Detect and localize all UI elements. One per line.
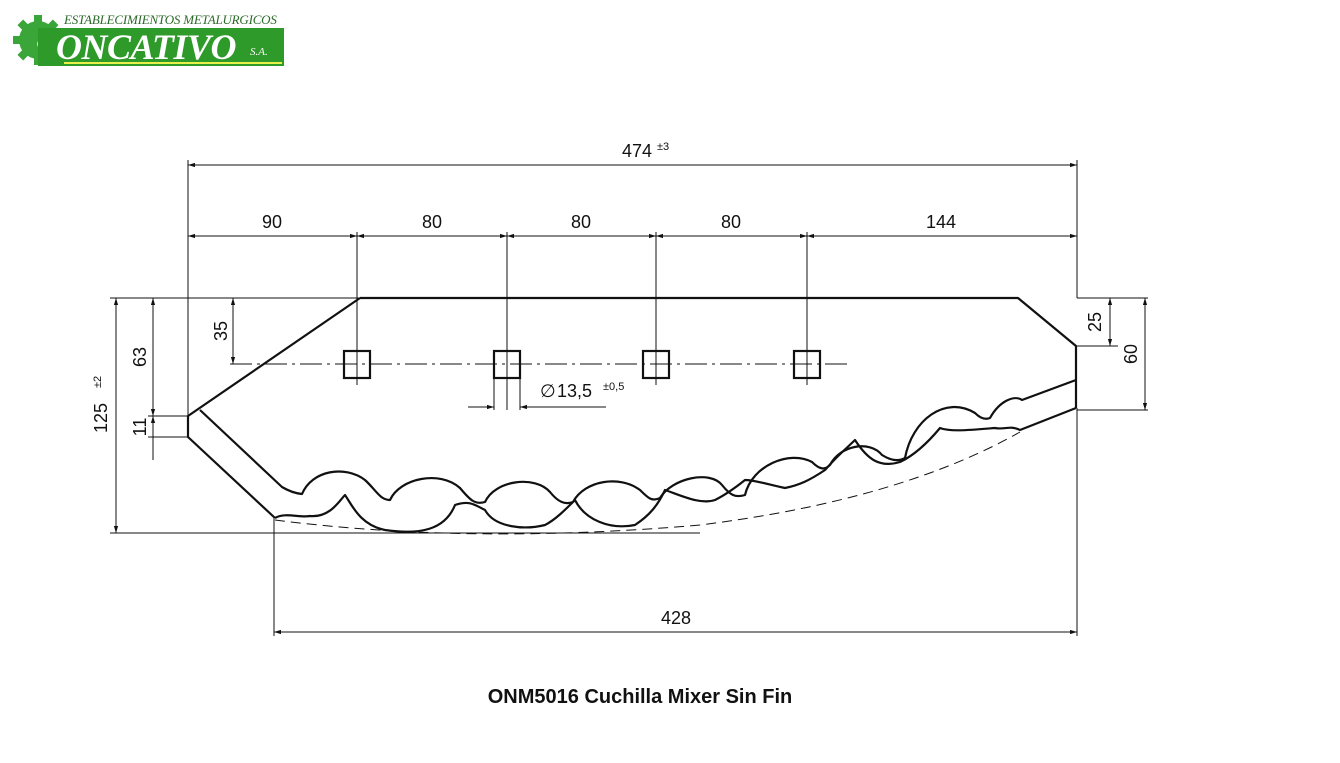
dim-spacing-2: 80 [422,212,442,232]
company-logo: ESTABLECIMIENTOS METALURGICOS ONCATIVO S… [12,12,284,70]
logo-band [38,28,284,66]
dim-left-upper: 63 [130,347,150,367]
dim-left-tip: 11 [130,418,150,437]
envelope-curve [274,431,1021,535]
logo-top-text: ESTABLECIMIENTOS METALURGICOS [64,12,277,27]
dim-overall-length-tol: ±3 [657,141,669,153]
dim-right-top: 25 [1085,312,1105,332]
dim-overall-height-tol: ±2 [92,376,104,388]
dim-right-height: 60 [1121,344,1141,364]
dim-hole-size-tol: ±0,5 [603,381,624,393]
dim-hole-offset: 35 [211,321,231,341]
dimension-labels: 474 ±3 90 80 80 80 144 ∅ 13,5 ±0,5 35 63… [91,141,1141,628]
logo-suffix: S.A. [250,46,268,58]
dim-spacing-4: 80 [721,212,741,232]
dim-bottom-length: 428 [661,608,691,628]
logo-main-text: ONCATIVO [56,27,237,67]
dim-spacing-5: 144 [926,212,956,232]
drawing-caption: ONM5016 Cuchilla Mixer Sin Fin [487,686,793,708]
dim-spacing-1: 90 [262,212,282,232]
blade-outline [186,296,1078,533]
dim-spacing-3: 80 [571,212,591,232]
dim-overall-height: 125 [91,403,111,433]
logo-underline [64,62,282,64]
dim-hole-size: 13,5 [557,381,592,401]
dim-overall-length: 474 [622,141,652,161]
dim-hole-symbol: ∅ [540,381,556,401]
